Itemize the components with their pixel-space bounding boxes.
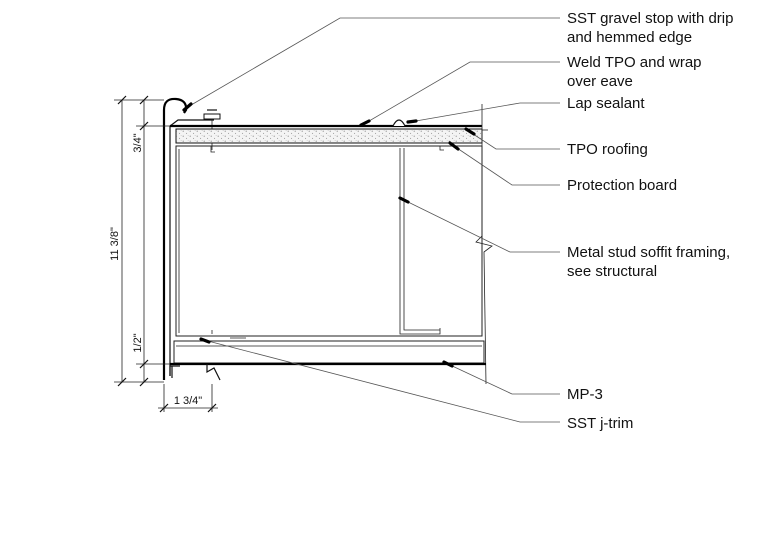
lap-sealant-bead bbox=[392, 119, 406, 127]
top-fastener bbox=[203, 113, 221, 120]
leader-lines bbox=[182, 17, 560, 423]
sst-j-trim bbox=[169, 365, 180, 378]
protection-board bbox=[175, 128, 483, 144]
label-tpo-roofing: TPO roofing bbox=[567, 141, 648, 158]
stud-clip-left bbox=[210, 146, 215, 153]
gravel-stop-profile bbox=[162, 97, 188, 380]
gravel-stop-inner-leg bbox=[169, 119, 214, 376]
drip-edge bbox=[206, 364, 221, 381]
vertical-metal-stud bbox=[399, 148, 441, 335]
label-lap-sealant: Lap sealant bbox=[567, 95, 645, 112]
label-sst-j-trim: SST j-trim bbox=[567, 415, 633, 432]
dim-overall-height: 11 3/8" bbox=[109, 227, 121, 261]
label-gravel-stop-line2: and hemmed edge bbox=[567, 29, 692, 46]
label-gravel-stop-line1: SST gravel stop with drip bbox=[567, 10, 733, 27]
wall-break-line bbox=[475, 104, 493, 385]
dim-top: 3/4" bbox=[132, 133, 144, 152]
label-weld-tpo-line2: over eave bbox=[567, 73, 633, 90]
label-weld-tpo-line1: Weld TPO and wrap bbox=[567, 54, 702, 71]
label-protection-board: Protection board bbox=[567, 177, 677, 194]
stud-clip-bottom bbox=[211, 330, 246, 339]
stud-framing-frame bbox=[175, 145, 483, 337]
label-mp3: MP-3 bbox=[567, 386, 603, 403]
label-metal-stud-line1: Metal stud soffit framing, bbox=[567, 244, 730, 261]
label-metal-stud-line2: see structural bbox=[567, 263, 657, 280]
dim-bottom: 1/2" bbox=[132, 333, 144, 352]
stud-clip-top bbox=[439, 146, 444, 151]
dim-width: 1 3/4" bbox=[174, 395, 202, 407]
soffit-assembly bbox=[162, 97, 493, 385]
dimension-lines bbox=[114, 95, 218, 413]
